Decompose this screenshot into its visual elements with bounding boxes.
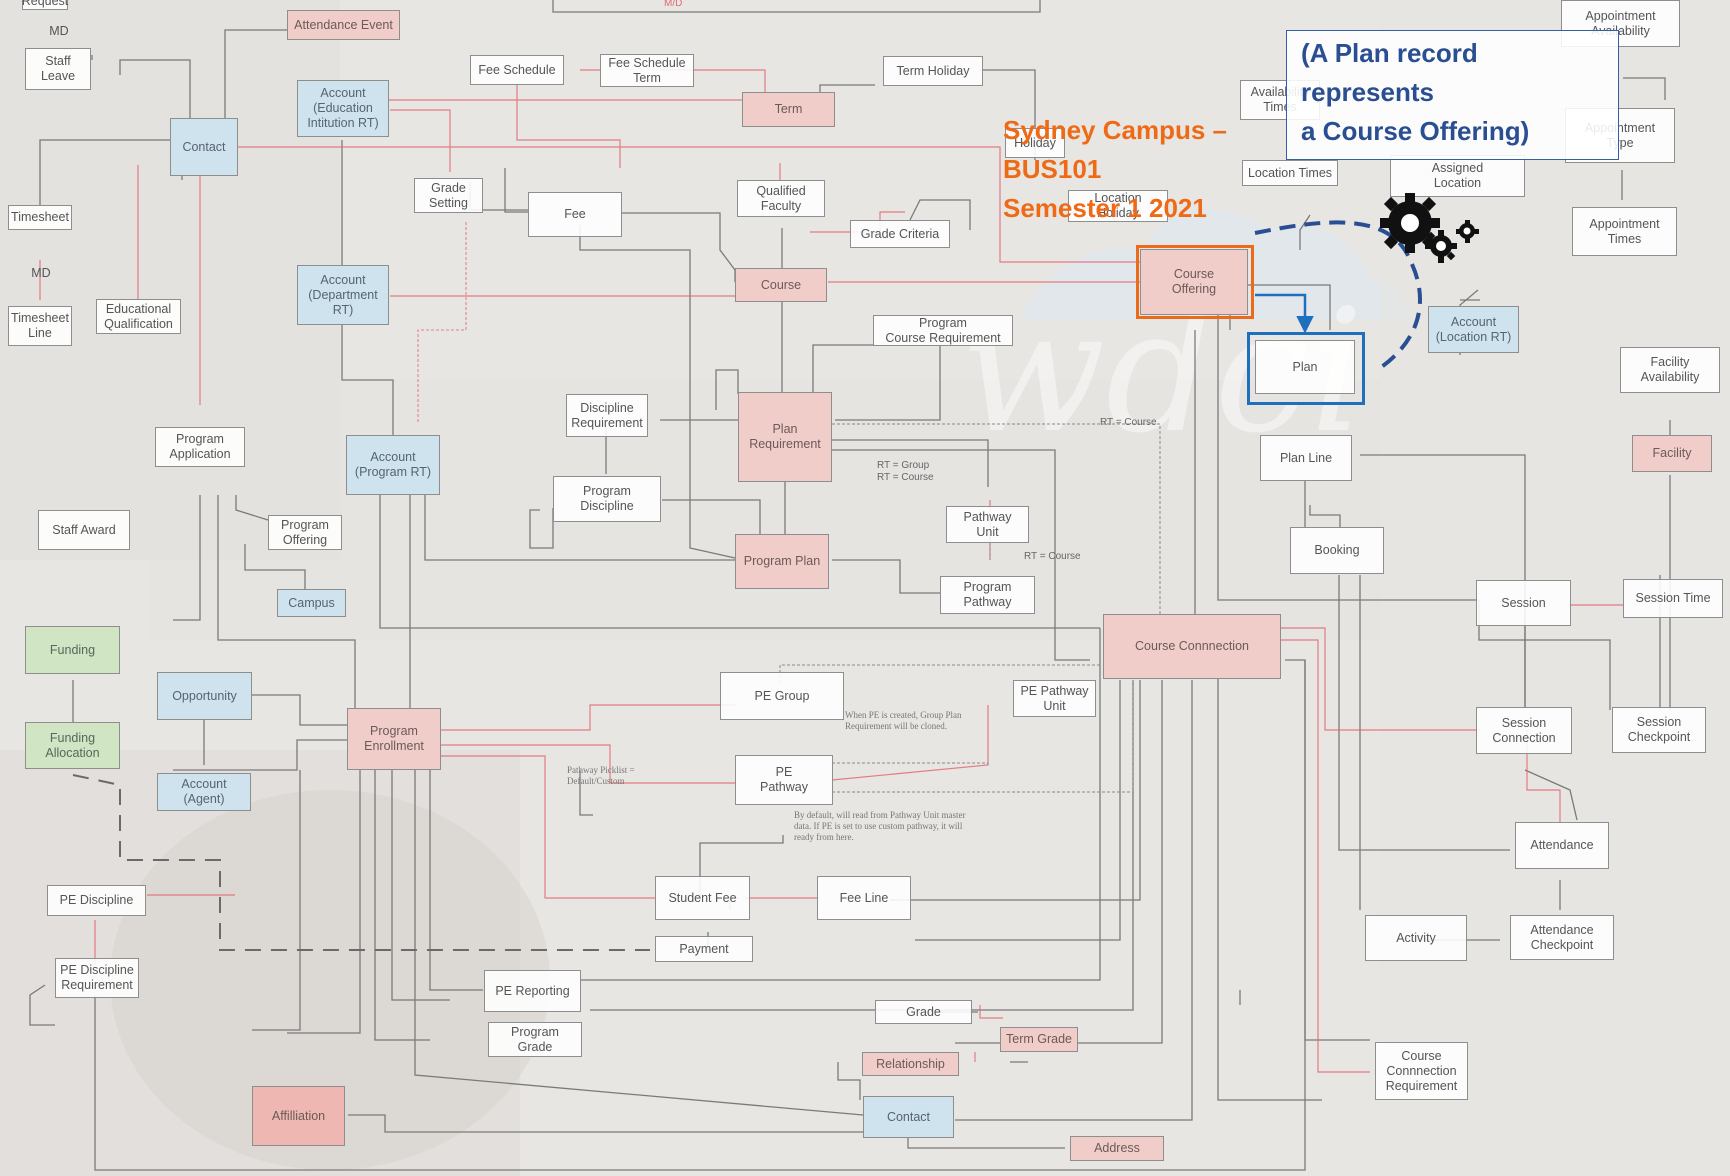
entity-program-offering: Program Offering bbox=[268, 515, 342, 550]
entity-request: Request bbox=[22, 0, 68, 10]
entity-grade: Grade bbox=[875, 1000, 972, 1024]
entity-timesheet-line: Timesheet Line bbox=[8, 306, 72, 346]
plan-record-callout: (A Plan record represents a Course Offer… bbox=[1286, 30, 1619, 160]
entity-qualified-faculty: Qualified Faculty bbox=[737, 180, 825, 217]
entity-staff-award: Staff Award bbox=[38, 510, 130, 550]
entity-program-application: Program Application bbox=[155, 427, 245, 467]
entity-pe-group: PE Group bbox=[720, 672, 844, 720]
entity-term-holiday: Term Holiday bbox=[883, 56, 983, 86]
entity-term-grade: Term Grade bbox=[1000, 1027, 1078, 1052]
entity-program-pathway: Program Pathway bbox=[940, 576, 1035, 614]
entity-timesheet: Timesheet bbox=[8, 205, 72, 230]
entity-md-mid: MD bbox=[31, 265, 51, 280]
edge-label-rt-course-top: RT = Course bbox=[1100, 417, 1157, 428]
edge-label-md-top-center: M/D bbox=[664, 0, 683, 9]
callout-dashed-connector bbox=[1254, 220, 1422, 370]
entity-campus: Campus bbox=[277, 589, 346, 617]
entity-contact-bottom: Contact bbox=[863, 1096, 954, 1138]
entity-affiliation: Affilliation bbox=[252, 1086, 345, 1146]
entity-appointment-times: Appointment Times bbox=[1572, 207, 1677, 256]
entity-program-discipline: Program Discipline bbox=[553, 476, 661, 522]
entity-location-times: Location Times bbox=[1242, 160, 1338, 186]
entity-funding-allocation: Funding Allocation bbox=[25, 722, 120, 769]
entity-plan-requirement: Plan Requirement bbox=[738, 392, 832, 482]
entity-md-top: MD bbox=[49, 23, 69, 38]
course-offering-highlight bbox=[1136, 245, 1254, 319]
entity-session: Session bbox=[1476, 580, 1571, 626]
entity-plan: Plan bbox=[1255, 340, 1355, 394]
entity-program-course-requirement: Program Course Requirement bbox=[873, 315, 1013, 346]
entity-pe-pathway-unit: PE Pathway Unit bbox=[1013, 680, 1096, 717]
entity-fee: Fee bbox=[528, 192, 622, 237]
entity-opportunity: Opportunity bbox=[157, 672, 252, 720]
entity-pathway-unit: Pathway Unit bbox=[946, 506, 1029, 543]
entity-attendance-event: Attendance Event bbox=[287, 10, 400, 40]
entity-fee-schedule: Fee Schedule bbox=[470, 55, 564, 85]
entity-session-connection: Session Connection bbox=[1476, 707, 1572, 754]
gears-icon bbox=[1380, 193, 1479, 263]
entity-account-program: Account (Program RT) bbox=[346, 435, 440, 495]
entity-relationship: Relationship bbox=[862, 1052, 959, 1076]
entity-fee-schedule-term: Fee Schedule Term bbox=[600, 54, 694, 87]
entity-facility-availability: Facility Availability bbox=[1620, 347, 1720, 393]
entity-course-connection-requirement: Course Connnection Requirement bbox=[1375, 1042, 1468, 1100]
entity-account-location: Account (Location RT) bbox=[1428, 306, 1519, 353]
entity-grade-setting: Grade Setting bbox=[414, 178, 483, 213]
offering-to-plan-connector bbox=[1255, 293, 1314, 334]
entity-discipline-requirement: Discipline Requirement bbox=[566, 394, 648, 437]
entity-contact-main: Contact bbox=[170, 118, 238, 176]
entity-plan-line: Plan Line bbox=[1260, 435, 1352, 481]
entity-holiday: Holiday bbox=[1005, 128, 1065, 158]
entity-grade-criteria: Grade Criteria bbox=[850, 220, 950, 248]
entity-attendance-checkpoint: Attendance Checkpoint bbox=[1510, 915, 1614, 960]
entity-staff-leave: Staff Leave bbox=[25, 48, 91, 90]
entity-program-plan: Program Plan bbox=[735, 534, 829, 589]
entity-fee-line: Fee Line bbox=[817, 876, 911, 920]
campus-callout: Sydney Campus – BUS101 Semester 1 2021 bbox=[1003, 115, 1227, 223]
entity-account-agent: Account (Agent) bbox=[157, 773, 251, 811]
note-pe-group: When PE is created, Group Plan Requireme… bbox=[845, 710, 962, 731]
entity-program-enrollment: Program Enrollment bbox=[347, 708, 441, 770]
edge-label-rt-course-mid: RT = Course bbox=[1024, 551, 1081, 562]
entity-pe-reporting: PE Reporting bbox=[484, 970, 581, 1012]
entity-account-dept: Account (Department RT) bbox=[297, 265, 389, 325]
entity-activity: Activity bbox=[1365, 915, 1467, 961]
entity-address: Address bbox=[1070, 1136, 1164, 1161]
note-pe-pathway: By default, will read from Pathway Unit … bbox=[794, 810, 966, 842]
entity-pe-discipline: PE Discipline bbox=[47, 885, 146, 916]
entity-student-fee: Student Fee bbox=[655, 876, 750, 920]
entity-pe-pathway: PE Pathway bbox=[735, 755, 833, 805]
entity-payment: Payment bbox=[655, 936, 753, 962]
entity-pe-discipline-requirement: PE Discipline Requirement bbox=[55, 958, 139, 998]
entity-funding: Funding bbox=[25, 626, 120, 674]
entity-session-time: Session Time bbox=[1623, 579, 1723, 618]
entity-course-connection: Course Connnection bbox=[1103, 614, 1281, 679]
entity-educational-qualification: Educational Qualification bbox=[96, 299, 181, 334]
entity-attendance: Attendance bbox=[1515, 822, 1609, 869]
entity-course: Course bbox=[735, 268, 827, 302]
entity-location-holiday: Location Holiday bbox=[1068, 190, 1168, 222]
note-pathway-picklist: Pathway Picklist = Default/Custom bbox=[567, 765, 635, 786]
entity-program-grade: Program Grade bbox=[488, 1022, 582, 1057]
entity-term: Term bbox=[742, 92, 835, 127]
entity-session-checkpoint: Session Checkpoint bbox=[1612, 707, 1706, 753]
edge-label-rt-group-course: RT = Group RT = Course bbox=[877, 460, 934, 483]
entity-account-edu: Account (Education Intitution RT) bbox=[297, 80, 389, 137]
entity-facility: Facility bbox=[1632, 435, 1712, 472]
plan-highlight bbox=[1247, 332, 1365, 405]
entity-booking: Booking bbox=[1290, 527, 1384, 574]
entity-course-offering: Course Offering bbox=[1140, 249, 1248, 315]
